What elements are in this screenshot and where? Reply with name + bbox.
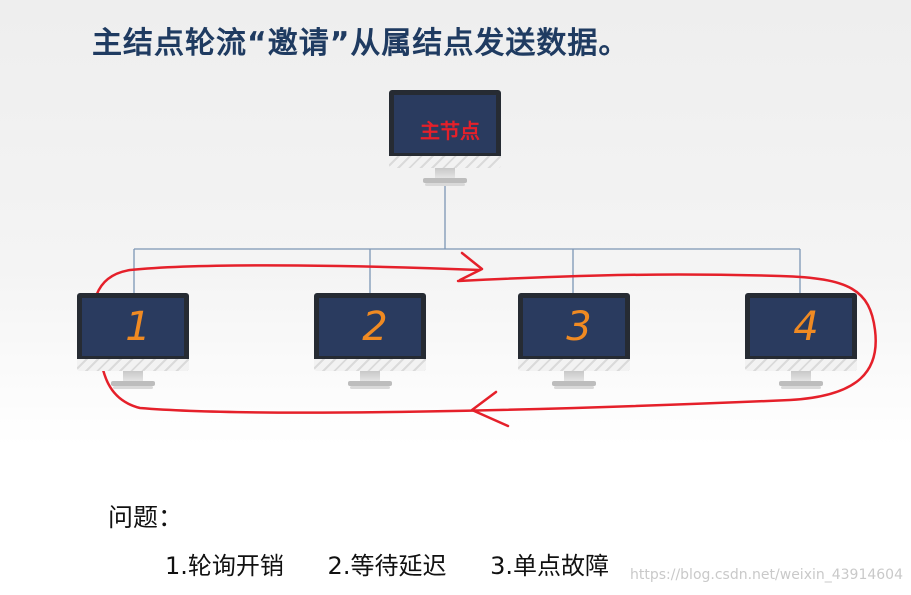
connection-lines [133, 185, 801, 293]
issues-list: 1.轮询开销 2.等待延迟 3.单点故障 [165, 546, 645, 581]
slave-screen-1: 1 [82, 298, 184, 356]
polling-loop-annotation [92, 251, 877, 428]
issue-item-single-point-failure: 3.单点故障 [490, 552, 609, 580]
master-bezel [389, 156, 501, 168]
question-label: 问题： [108, 503, 184, 532]
polling-loop [92, 264, 877, 414]
master-node-label: 主节点 [420, 119, 480, 143]
master-node: 主节点 [389, 90, 501, 190]
issue-item-waiting-delay: 2.等待延迟 [327, 552, 447, 580]
arrow-left-head [470, 390, 510, 428]
issue-item-polling-overhead: 1.轮询开销 [165, 552, 284, 580]
slave-node-2: 2 [314, 293, 426, 393]
slave-node-4: 4 [745, 293, 857, 393]
slave-screen-2: 2 [319, 298, 421, 356]
slave-node-1: 1 [77, 293, 189, 393]
slave-number-3: 3 [566, 304, 592, 350]
page-title: 主结点轮流“邀请”从属结点发送数据。 [92, 26, 630, 61]
slave-number-4: 4 [793, 304, 819, 350]
slave-screen-4: 4 [750, 298, 852, 356]
master-screen: 主节点 [394, 95, 496, 153]
slave-screen-3: 3 [523, 298, 625, 356]
watermark: https://blog.csdn.net/weixin_43914604 [629, 567, 903, 583]
slave-number-2: 2 [362, 304, 388, 350]
master-stand-foot [423, 178, 467, 183]
slave-number-1: 1 [125, 304, 151, 350]
arrow-right-head [458, 251, 484, 282]
slave-node-3: 3 [518, 293, 630, 393]
master-stand-neck [435, 168, 455, 178]
